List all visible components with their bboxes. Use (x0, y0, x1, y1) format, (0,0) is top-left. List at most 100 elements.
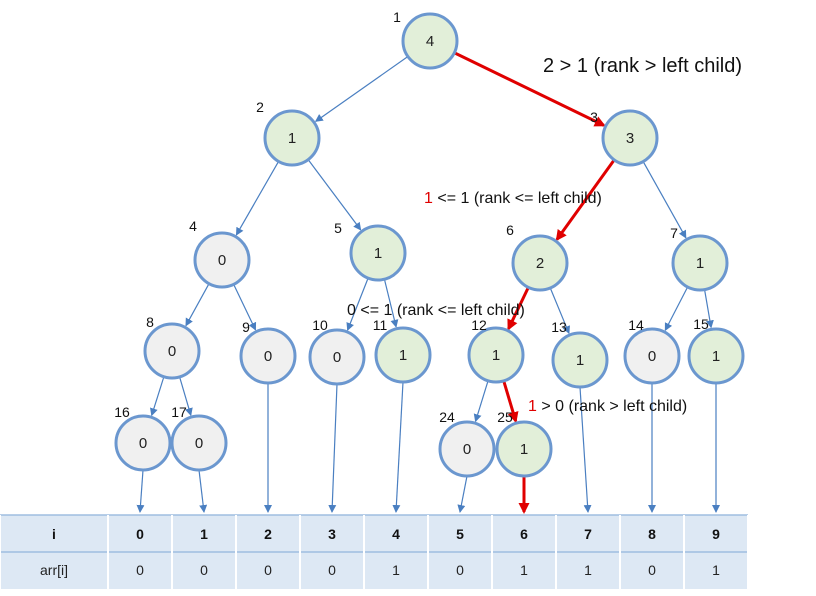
node-value: 0 (195, 435, 203, 452)
node-value: 1 (399, 347, 407, 364)
tree-node-3: 33 (590, 109, 659, 167)
leaf-arrow-17 (198, 469, 208, 513)
table-value-cell: 0 (200, 562, 208, 578)
node-index-label: 24 (439, 409, 455, 425)
node-circle (623, 327, 681, 385)
node-index-label: 17 (171, 404, 187, 420)
node-value: 2 (536, 255, 544, 272)
node-circle (467, 326, 525, 384)
leaf-to-array-arrows (136, 381, 720, 514)
node-index-label: 8 (146, 314, 154, 330)
node-value: 4 (426, 33, 434, 50)
table-value-cell: 1 (584, 562, 592, 578)
node-value: 0 (218, 252, 226, 269)
node-value: 1 (492, 347, 500, 364)
node-value: 0 (168, 343, 176, 360)
node-circle (193, 231, 251, 289)
node-circle (114, 414, 172, 472)
annotation-text: 2 > 1 (rank > left child) (543, 55, 742, 77)
node-index-label: 5 (334, 220, 342, 236)
tree-edges (150, 51, 714, 424)
node-value: 0 (264, 348, 272, 365)
table-value-cell: 0 (456, 562, 464, 578)
annotation-text: 0 <= 1 (rank <= left child) (347, 302, 525, 319)
node-index-label: 6 (506, 222, 514, 238)
node-value: 1 (520, 441, 528, 458)
table-index-cell: 0 (136, 526, 144, 542)
edge-4-9 (233, 284, 257, 331)
node-circle (551, 331, 609, 389)
node-index-label: 11 (373, 317, 388, 333)
node-index-label: 3 (590, 109, 598, 125)
highlighted-edge-12-25 (502, 380, 519, 424)
node-index-label: 14 (628, 317, 644, 333)
node-value: 1 (712, 348, 720, 365)
table-index-cell: 2 (264, 526, 272, 542)
node-value: 3 (626, 130, 634, 147)
table-index-cell: 9 (712, 526, 720, 542)
node-index-label: 12 (471, 317, 487, 333)
leaf-arrow-11 (392, 381, 404, 513)
tree-node-9: 09 (239, 319, 297, 385)
node-circle (511, 234, 569, 292)
node-index-label: 15 (693, 316, 709, 332)
node-circle (263, 109, 321, 167)
node-circle (601, 109, 659, 167)
table-index-cell: 3 (328, 526, 336, 542)
node-value: 0 (139, 435, 147, 452)
edge-7-14 (664, 286, 689, 332)
annotation-highlight-number: 1 (424, 190, 433, 207)
tree-node-6: 26 (506, 222, 569, 292)
leaf-arrow-13 (579, 386, 592, 513)
table-value-cell: 1 (520, 562, 528, 578)
annotation-text: <= 1 (rank <= left child) (433, 190, 602, 207)
node-circle (170, 414, 228, 472)
table-value-cell: 1 (392, 562, 400, 578)
table-value-cell: 0 (328, 562, 336, 578)
table-value-cell: 0 (136, 562, 144, 578)
tree-node-13: 113 (551, 319, 609, 389)
edge-6-13 (549, 287, 570, 335)
node-circle (495, 420, 553, 478)
annotation-ann-node3: 1 <= 1 (rank <= left child) (424, 190, 602, 207)
node-index-label: 4 (189, 218, 197, 234)
highlighted-edge-1-3 (453, 51, 606, 127)
tree-node-10: 010 (308, 317, 366, 386)
table-index-cell: 6 (520, 526, 528, 542)
edge-8-17 (179, 376, 193, 417)
node-index-label: 13 (551, 319, 567, 335)
node-index-label: 2 (256, 99, 264, 115)
tree-node-2: 12 (256, 99, 321, 167)
annotation-text: > 0 (rank > left child) (537, 398, 687, 415)
node-index-label: 9 (242, 319, 250, 335)
tree-node-16: 016 (114, 404, 172, 472)
annotations: 2 > 1 (rank > left child) 1 <= 1 (rank <=… (347, 55, 742, 415)
table-index-cell: 8 (648, 526, 656, 542)
node-circle (438, 420, 496, 478)
edge-3-7 (642, 161, 687, 239)
node-circle (239, 327, 297, 385)
node-value: 1 (374, 245, 382, 262)
highlighted-edge-3-6 (555, 159, 616, 242)
annotation-highlight-number: 1 (528, 398, 537, 415)
node-value: 1 (696, 255, 704, 272)
annotation-ann-node12: 1 > 0 (rank > left child) (528, 398, 687, 415)
table-index-cell: 1 (200, 526, 208, 542)
node-circle (308, 328, 366, 386)
edge-12-24 (473, 380, 489, 423)
tree-nodes: 4112330415261708090101111121130141150160… (114, 9, 745, 478)
node-circle (374, 326, 432, 384)
node-circle (687, 327, 745, 385)
edge-7-15 (703, 289, 714, 329)
node-circle (671, 234, 729, 292)
table-value-cell: 0 (648, 562, 656, 578)
node-index-label: 7 (670, 225, 678, 241)
node-circle (349, 224, 407, 282)
table-row-header: arr[i] (40, 562, 68, 578)
tree-node-17: 0 17 (170, 404, 228, 472)
leaf-arrow-24 (457, 475, 468, 513)
node-value: 0 (648, 348, 656, 365)
node-value: 1 (288, 130, 296, 147)
node-index-label: 10 (312, 317, 328, 333)
